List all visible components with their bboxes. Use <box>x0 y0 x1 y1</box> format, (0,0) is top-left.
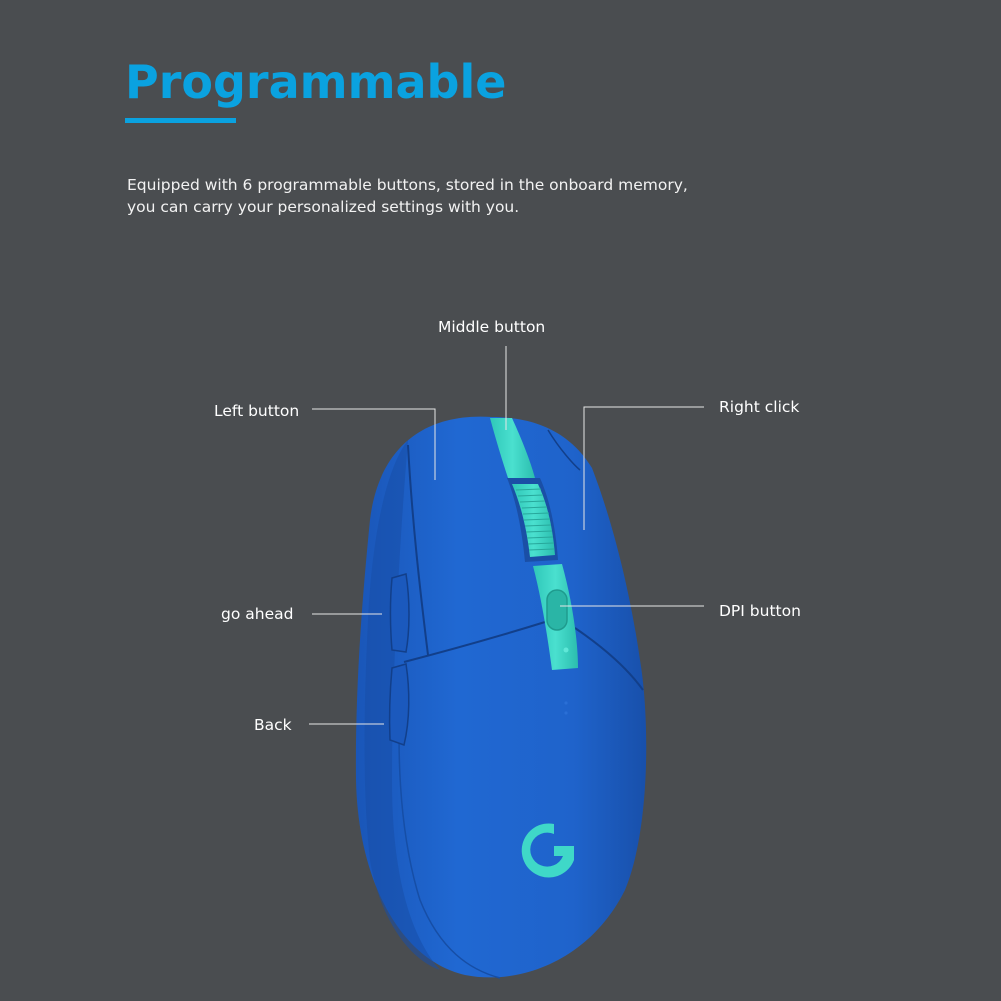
back-side-button <box>388 663 410 746</box>
dpi-button-cap <box>546 589 568 631</box>
right-click-leader <box>583 406 704 530</box>
left-button-leader <box>312 408 436 480</box>
mouse-body <box>355 416 647 978</box>
scroll-wheel-ridges <box>515 488 555 551</box>
label-dpi-button: DPI button <box>719 602 801 620</box>
label-left-button: Left button <box>214 402 300 420</box>
description-line-1: Equipped with 6 programmable buttons, st… <box>127 176 688 194</box>
label-go-ahead: go ahead <box>221 605 294 623</box>
top-mint-strip <box>490 418 535 478</box>
label-middle-button: Middle button <box>438 318 546 336</box>
leader-lines <box>309 346 704 725</box>
sensor-dot <box>564 701 568 705</box>
page-title: Programmable <box>125 55 507 109</box>
right-button-seam <box>547 429 581 471</box>
logitech-g-logo-icon <box>521 823 574 878</box>
description: Equipped with 6 programmable buttons, st… <box>127 174 767 218</box>
left-button-seam <box>407 444 429 656</box>
mouse-side-shadow <box>364 440 440 970</box>
label-right-click: Right click <box>719 398 800 416</box>
forward-side-button <box>389 573 410 653</box>
sensor-dot <box>564 711 568 715</box>
palm-divider-right <box>574 627 644 691</box>
description-line-2: you can carry your personalized settings… <box>127 198 520 216</box>
palm-divider <box>403 621 546 663</box>
label-back: Back <box>254 716 292 734</box>
title-underline <box>125 118 236 123</box>
dpi-indicator <box>563 647 569 653</box>
